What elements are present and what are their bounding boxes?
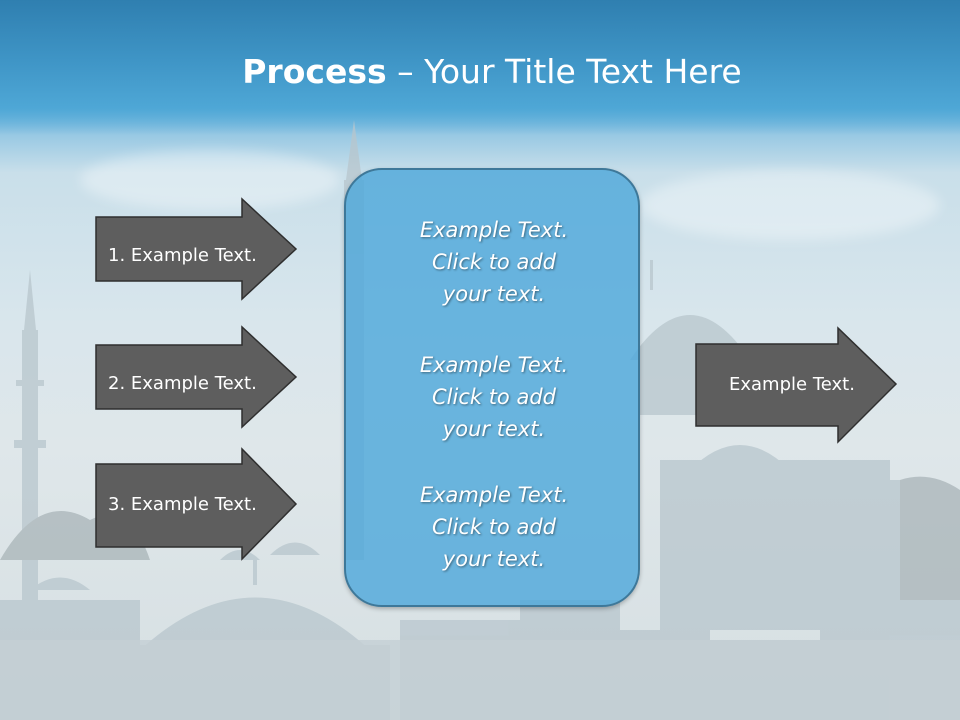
panel-text-line: your text.	[442, 282, 546, 306]
panel-text-line: your text.	[442, 417, 546, 441]
input-arrow-1-label: 1. Example Text.	[108, 244, 257, 266]
panel-text-line: Click to add	[431, 515, 556, 539]
panel-text-block-1[interactable]: Example Text. Click to add your text.	[346, 214, 642, 310]
slide-title[interactable]: Process – Your Title Text Here	[0, 52, 960, 91]
input-arrow-3-label: 3. Example Text.	[108, 493, 257, 515]
center-text-panel[interactable]: Example Text. Click to add your text. Ex…	[344, 168, 640, 607]
panel-text-line: Example Text.	[419, 353, 569, 377]
title-rest: – Your Title Text Here	[386, 52, 742, 91]
input-arrow-1[interactable]	[94, 197, 300, 301]
title-band	[0, 0, 960, 135]
title-bold: Process	[242, 52, 387, 91]
panel-text-line: Example Text.	[419, 483, 569, 507]
panel-text-line: Click to add	[431, 250, 556, 274]
panel-text-block-3[interactable]: Example Text. Click to add your text.	[346, 479, 642, 575]
panel-text-line: Click to add	[431, 385, 556, 409]
input-arrow-3[interactable]	[94, 447, 300, 561]
cloud	[80, 150, 340, 210]
panel-text-block-2[interactable]: Example Text. Click to add your text.	[346, 349, 642, 445]
panel-text-line: your text.	[442, 547, 546, 571]
panel-text-line: Example Text.	[419, 218, 569, 242]
output-arrow-label: Example Text.	[729, 373, 855, 395]
output-arrow[interactable]	[694, 326, 900, 446]
cloud	[640, 170, 940, 240]
input-arrow-2-label: 2. Example Text.	[108, 372, 257, 394]
input-arrow-2[interactable]	[94, 325, 300, 429]
